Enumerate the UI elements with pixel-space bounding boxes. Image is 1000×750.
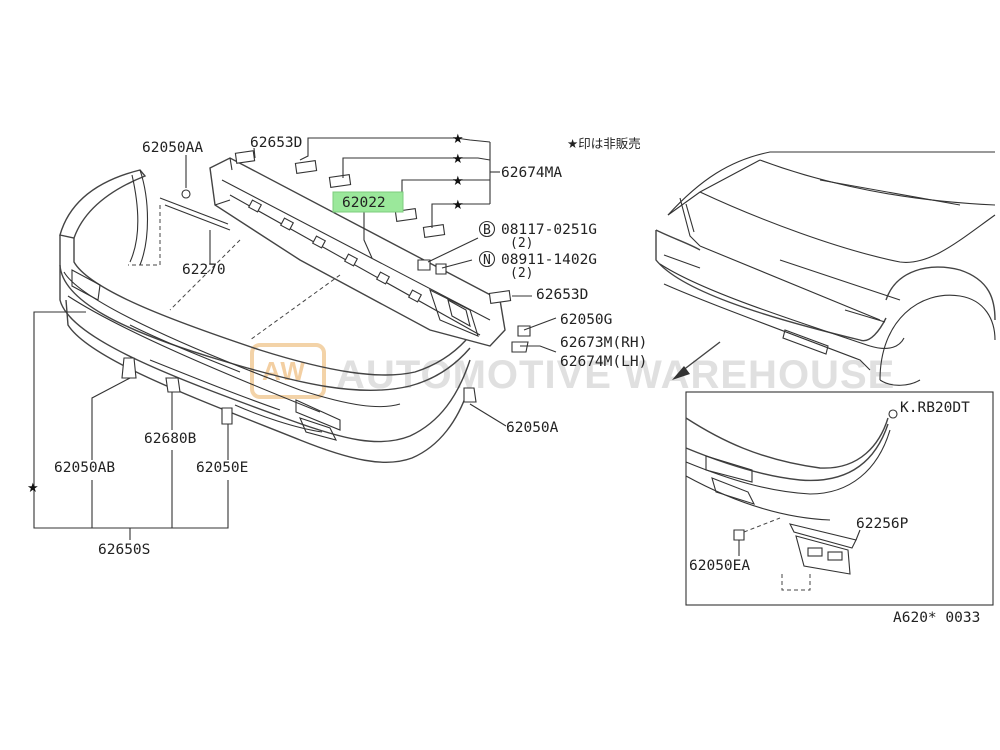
bolt-markers: B N <box>478 220 496 268</box>
label-62022: 62022 <box>342 195 386 211</box>
detail-labels: K.RB20DT 62256P 62050EA <box>689 400 970 574</box>
label-62050A: 62050A <box>506 420 559 436</box>
label-62256P: 62256P <box>856 516 909 532</box>
label-qty-2-a: (2) <box>510 236 533 251</box>
part-labels: 62050AA 62653D ★印は非販売 62674MA 62022 0811… <box>54 135 647 558</box>
highlight-box <box>332 191 404 213</box>
vehicle-sketch <box>655 151 996 386</box>
label-62653D-top: 62653D <box>250 135 302 151</box>
detail-arrow <box>672 341 721 380</box>
label-62673M-RH: 62673M(RH) <box>560 335 647 351</box>
label-62653D-right: 62653D <box>536 287 588 303</box>
watermark-text: AUTOMOTIVE WAREHOUSE <box>336 353 895 397</box>
star-icon: ★ <box>452 198 464 213</box>
label-62050EA: 62050EA <box>689 558 750 574</box>
pads-drawing <box>234 150 512 304</box>
diagram-code: A620* 0033 <box>893 610 980 626</box>
watermark: AW AUTOMOTIVE WAREHOUSE <box>250 343 895 399</box>
label-62050G: 62050G <box>560 312 612 328</box>
leader-lines <box>33 137 557 540</box>
bracket-62270-drawing <box>128 189 231 266</box>
label-62680B: 62680B <box>144 431 197 447</box>
note-star-not-sold: ★印は非販売 <box>567 136 641 151</box>
label-62050AA: 62050AA <box>142 140 203 156</box>
star-icon: ★ <box>27 481 39 496</box>
bumper-fascia-drawing <box>59 169 471 463</box>
bolt-marker-n: N <box>483 253 491 268</box>
label-62050E: 62050E <box>196 460 248 476</box>
label-krb20dt: K.RB20DT <box>900 400 970 416</box>
star-icon: ★ <box>452 152 464 167</box>
label-08911-1402G: 08911-1402G <box>501 252 597 268</box>
star-icon: ★ <box>452 174 464 189</box>
label-62050AB: 62050AB <box>54 460 115 476</box>
label-qty-2-b: (2) <box>510 266 533 281</box>
label-62270: 62270 <box>182 262 226 278</box>
label-62674M-LH: 62674M(LH) <box>560 354 647 370</box>
star-icon: ★ <box>452 132 464 147</box>
label-08117-0251G: 08117-0251G <box>501 222 597 238</box>
label-62650S: 62650S <box>98 542 150 558</box>
detail-box <box>685 391 994 606</box>
bolt-marker-b: B <box>483 223 491 238</box>
label-62674MA: 62674MA <box>501 165 562 181</box>
star-markers: ★ ★ ★ ★ ★ <box>27 132 464 496</box>
reinforcement-drawing <box>169 157 506 347</box>
